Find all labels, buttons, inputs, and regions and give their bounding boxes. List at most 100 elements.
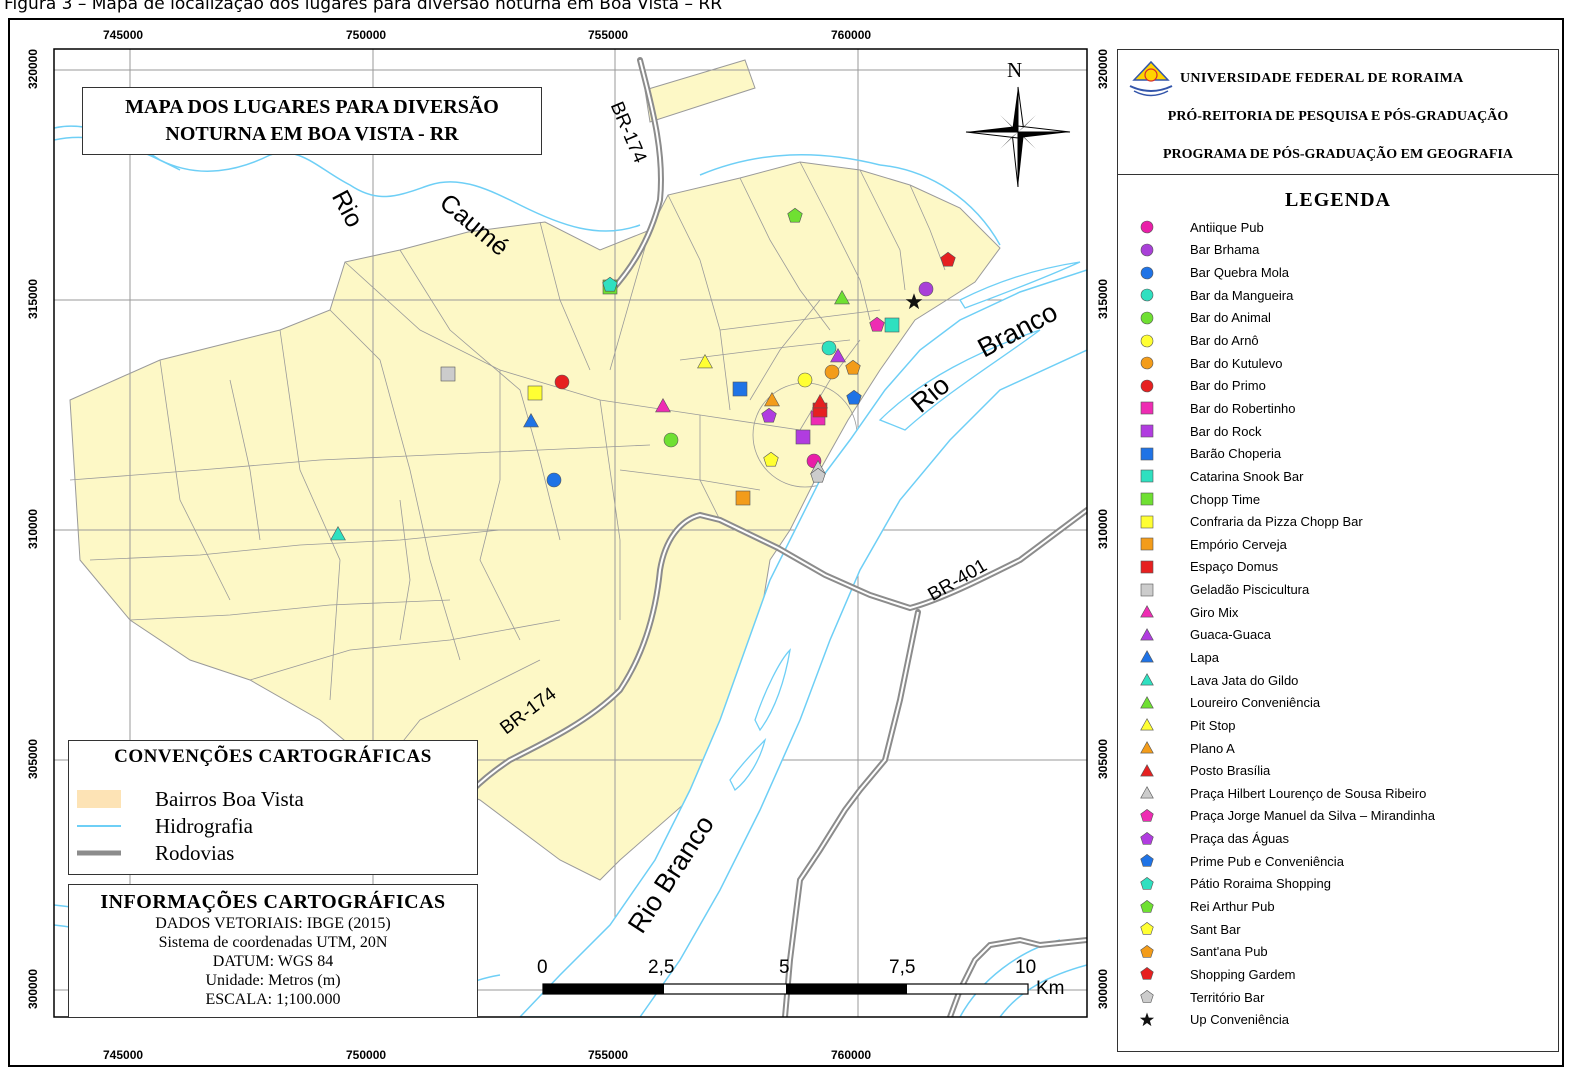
legend-label: Praça das Águas	[1190, 831, 1290, 847]
x-tick-top: 760000	[831, 28, 872, 42]
y-tick-left: 300000	[26, 968, 41, 1010]
legend-label: Sant Bar	[1190, 921, 1241, 937]
map-marker-pentagon[interactable]	[940, 251, 956, 267]
legend-label: Giro Mix	[1190, 604, 1239, 620]
map-marker-circle[interactable]	[918, 281, 934, 297]
map-title-line1: MAPA DOS LUGARES PARA DIVERSÃO	[125, 96, 499, 118]
legend-label: Bar do Primo	[1190, 378, 1266, 394]
north-arrow-icon	[965, 86, 1071, 188]
legend-item: Bar da Mangueira	[1138, 284, 1435, 307]
triangle-symbol-icon	[1140, 741, 1154, 754]
legend-label: Lava Jata do Gildo	[1190, 672, 1299, 688]
legend-item: Chopp Time	[1138, 488, 1435, 511]
map-marker-circle[interactable]	[821, 340, 837, 356]
map-marker-square[interactable]	[795, 429, 811, 445]
scale-bar	[542, 983, 1029, 995]
map-marker-pentagon[interactable]	[869, 316, 885, 332]
map-marker-triangle[interactable]	[330, 525, 346, 541]
map-marker-circle[interactable]	[546, 472, 562, 488]
legend-title: LEGENDA	[1285, 189, 1391, 211]
map-marker-triangle[interactable]	[830, 347, 846, 363]
bairros-swatch	[77, 790, 121, 808]
map-marker-square[interactable]	[440, 366, 456, 382]
pentagon-symbol-icon	[1140, 831, 1154, 845]
legend-item: Empório Cerveja	[1138, 533, 1435, 556]
legend-item: Território Bar	[1138, 986, 1435, 1009]
map-marker-triangle[interactable]	[697, 353, 713, 369]
legend-label: Shopping Gardem	[1190, 966, 1296, 982]
map-marker-circle[interactable]	[797, 372, 813, 388]
map-marker-triangle[interactable]	[655, 397, 671, 413]
conventions-title: CONVENÇÕES CARTOGRÁFICAS	[114, 746, 432, 767]
convention-rodovias: Rodovias	[77, 840, 234, 866]
map-marker-triangle[interactable]	[523, 412, 539, 428]
info-line: Unidade: Metros (m)	[205, 972, 341, 989]
map-marker-triangle[interactable]	[812, 393, 828, 409]
legend-label: Empório Cerveja	[1190, 536, 1287, 552]
map-marker-square[interactable]	[527, 385, 543, 401]
map-marker-pentagon[interactable]	[787, 207, 803, 223]
pentagon-symbol-icon	[1140, 899, 1154, 913]
legend-item: Lapa	[1138, 646, 1435, 669]
legend-item: Confraria da Pizza Chopp Bar	[1138, 510, 1435, 533]
legend-label: Bar do Arnô	[1190, 333, 1259, 349]
map-marker-square[interactable]	[735, 490, 751, 506]
pentagon-symbol-icon	[1140, 944, 1154, 958]
triangle-symbol-icon	[1140, 786, 1154, 799]
y-tick-right: 320000	[1096, 48, 1111, 90]
legend-item: Shopping Gardem	[1138, 963, 1435, 986]
legend-item: Bar do Arnô	[1138, 329, 1435, 352]
map-marker-circle[interactable]	[554, 374, 570, 390]
map-marker-triangle[interactable]	[834, 289, 850, 305]
triangle-symbol-icon	[1140, 695, 1154, 709]
triangle-symbol-icon	[1140, 650, 1154, 663]
square-symbol-icon	[1140, 492, 1154, 506]
water-line-icon	[77, 825, 121, 827]
map-marker-square[interactable]	[884, 317, 900, 333]
map-marker-circle[interactable]	[663, 432, 679, 448]
pentagon-symbol-icon	[1140, 854, 1154, 867]
circle-symbol-icon	[1140, 221, 1154, 234]
info-line: Sistema de coordenadas UTM, 20N	[158, 934, 388, 951]
map-marker-circle[interactable]	[824, 364, 840, 380]
map-marker-triangle[interactable]	[764, 391, 780, 407]
y-tick-left: 310000	[26, 508, 41, 550]
legend-item: Geladão Piscicultura	[1138, 578, 1435, 601]
map-marker-pentagon[interactable]	[846, 389, 862, 405]
map-marker-pentagon[interactable]	[810, 467, 826, 483]
x-tick-top: 755000	[588, 28, 629, 42]
x-tick-bottom: 760000	[831, 1048, 872, 1062]
map-marker-pentagon[interactable]	[763, 451, 779, 467]
legend-label: Up Conveniência	[1190, 1012, 1290, 1028]
legend-item: Rei Arthur Pub	[1138, 895, 1435, 918]
x-tick-bottom: 745000	[103, 1048, 144, 1062]
figure-caption: Figura 3 – Mapa de localização dos lugar…	[4, 0, 723, 14]
legend-label: Posto Brasília	[1190, 763, 1271, 779]
legend-label: Rei Arthur Pub	[1190, 899, 1275, 915]
circle-symbol-icon	[1140, 243, 1154, 257]
legend-label: Bar do Robertinho	[1190, 400, 1296, 416]
legend-label: Espaço Domus	[1190, 559, 1279, 575]
legend-item: Giro Mix	[1138, 601, 1435, 624]
circle-symbol-icon	[1140, 266, 1154, 279]
map-marker-pentagon[interactable]	[845, 359, 861, 375]
map-marker-square[interactable]	[732, 381, 748, 397]
square-symbol-icon	[1140, 515, 1154, 528]
pentagon-symbol-icon	[1140, 967, 1154, 981]
legend-label: Pátio Roraima Shopping	[1190, 876, 1331, 892]
circle-symbol-icon	[1140, 288, 1154, 302]
map-frame	[8, 18, 1564, 1067]
map-marker-pentagon[interactable]	[602, 276, 618, 292]
map-marker-star[interactable]	[905, 293, 923, 310]
x-tick-bottom: 750000	[346, 1048, 387, 1062]
x-tick-bottom: 755000	[588, 1048, 629, 1062]
x-tick-top: 745000	[103, 28, 144, 42]
legend-label: Praça Hilbert Lourenço de Sousa Ribeiro	[1190, 785, 1427, 801]
legend-item: Posto Brasília	[1138, 759, 1435, 782]
legend-label: Sant'ana Pub	[1190, 944, 1268, 960]
legend-label: Bar do Rock	[1190, 423, 1262, 439]
legend-item: Bar Brhama	[1138, 239, 1435, 262]
legend-label: Praça Jorge Manuel da Silva – Mirandinha	[1190, 808, 1435, 824]
map-marker-pentagon[interactable]	[761, 407, 777, 423]
